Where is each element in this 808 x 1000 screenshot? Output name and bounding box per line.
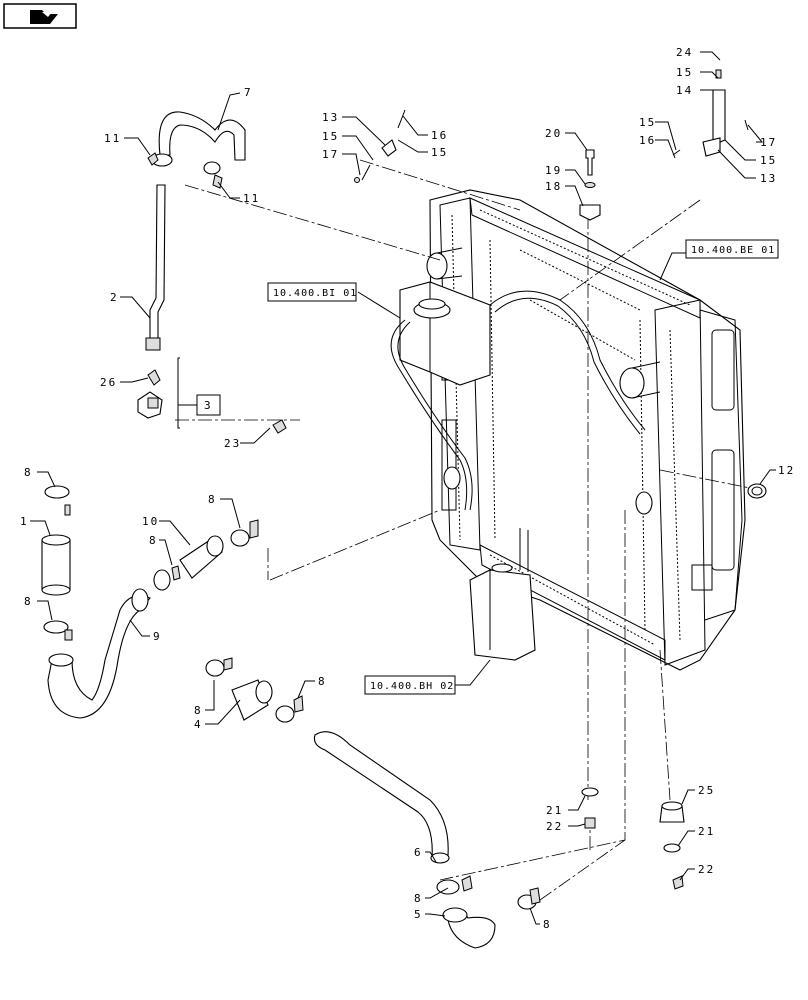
callout-8: 8 bbox=[149, 534, 158, 547]
callout-18: 18 bbox=[545, 180, 562, 193]
callout-8: 8 bbox=[318, 675, 327, 688]
callout-13: 13 bbox=[760, 172, 777, 185]
callout-25: 25 bbox=[698, 784, 715, 797]
callout-21: 21 bbox=[546, 804, 563, 817]
part-9-formed-hose bbox=[47, 588, 151, 719]
radiator-assembly bbox=[390, 189, 746, 671]
callout-22: 22 bbox=[546, 820, 563, 833]
callout-8: 8 bbox=[208, 493, 217, 506]
ref-bh02-label: 10.400.BH 02 bbox=[370, 681, 454, 692]
part-2-pipe bbox=[145, 184, 166, 351]
callout-16: 16 bbox=[639, 134, 656, 147]
ref-be01-label: 10.400.BE 01 bbox=[691, 245, 775, 256]
part-8-clamps bbox=[64, 504, 541, 905]
callout-3-box[interactable]: 3 bbox=[196, 394, 221, 416]
ref-link-bi01[interactable]: 10.400.BI 01 bbox=[267, 282, 357, 302]
callout-1: 1 bbox=[20, 515, 29, 528]
callout-19: 19 bbox=[545, 164, 562, 177]
callout-24: 24 bbox=[676, 46, 693, 59]
callout-7: 7 bbox=[244, 86, 253, 99]
part-10-coupler bbox=[153, 529, 250, 591]
callout-15: 15 bbox=[431, 146, 448, 159]
callout-23: 23 bbox=[224, 437, 241, 450]
callout-15: 15 bbox=[639, 116, 656, 129]
callout-2: 2 bbox=[110, 291, 119, 304]
part-18-19-20-bolt bbox=[579, 149, 601, 221]
callout-26: 26 bbox=[100, 376, 117, 389]
callout-9: 9 bbox=[153, 630, 162, 643]
callout-17: 17 bbox=[322, 148, 339, 161]
part-6-lower-hose bbox=[313, 731, 450, 864]
callout-8: 8 bbox=[24, 466, 33, 479]
callout-15: 15 bbox=[760, 154, 777, 167]
part-11-clamps bbox=[147, 152, 223, 189]
back-arrow-icon[interactable] bbox=[3, 3, 77, 29]
callout-3: 3 bbox=[204, 399, 213, 412]
part-1-hose-sleeve bbox=[41, 485, 71, 634]
callout-4: 4 bbox=[194, 718, 203, 731]
callout-8: 8 bbox=[194, 704, 203, 717]
part-23-plug bbox=[272, 419, 287, 434]
callout-10: 10 bbox=[142, 515, 159, 528]
part-7-upper-hose bbox=[158, 111, 246, 161]
callout-5: 5 bbox=[414, 908, 423, 921]
callout-8: 8 bbox=[24, 595, 33, 608]
callout-11: 11 bbox=[243, 192, 260, 205]
part-26-fitting bbox=[137, 369, 163, 419]
callout-22: 22 bbox=[698, 863, 715, 876]
part-4-coupler bbox=[205, 659, 295, 723]
callout-6: 6 bbox=[414, 846, 423, 859]
callout-11: 11 bbox=[104, 132, 121, 145]
callout-14: 14 bbox=[676, 84, 693, 97]
callout-15: 15 bbox=[676, 66, 693, 79]
part-5-elbow bbox=[436, 879, 537, 949]
callout-15: 15 bbox=[322, 130, 339, 143]
ref-link-be01[interactable]: 10.400.BE 01 bbox=[685, 239, 779, 259]
ref-bi01-label: 10.400.BI 01 bbox=[273, 288, 357, 299]
part-12-seal bbox=[747, 483, 767, 499]
callout-13: 13 bbox=[322, 111, 339, 124]
leader-lines bbox=[30, 51, 776, 925]
callout-labels: 24 15 14 15 16 17 15 13 13 15 17 16 15 2… bbox=[20, 46, 795, 931]
callout-12: 12 bbox=[778, 464, 795, 477]
callout-16: 16 bbox=[431, 129, 448, 142]
callout-20: 20 bbox=[545, 127, 562, 140]
callout-17: 17 bbox=[760, 136, 777, 149]
part-21-22-25-mounts bbox=[581, 787, 685, 890]
callout-21: 21 bbox=[698, 825, 715, 838]
alignment-lines bbox=[175, 159, 761, 901]
ref-link-bh02[interactable]: 10.400.BH 02 bbox=[364, 675, 456, 695]
callout-8: 8 bbox=[543, 918, 552, 931]
callout-8: 8 bbox=[414, 892, 423, 905]
